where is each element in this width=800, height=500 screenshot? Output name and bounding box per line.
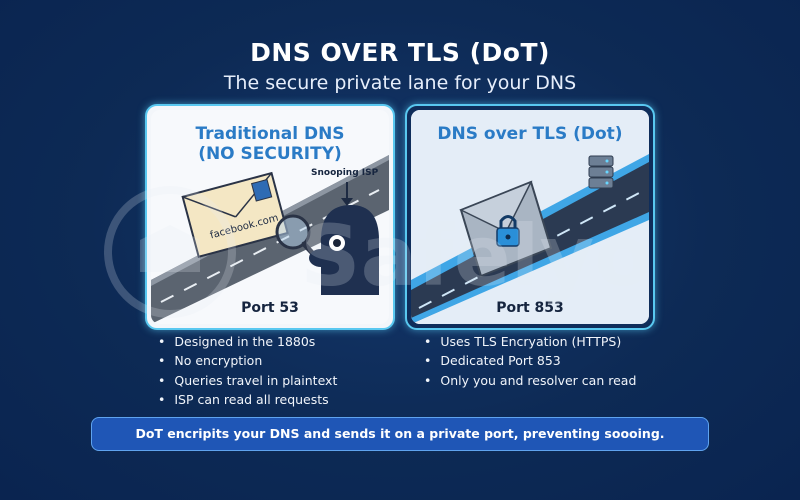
envelope-icon xyxy=(181,171,289,259)
snooping-isp-label: Snooping ISP xyxy=(311,168,379,178)
arrow-down-icon xyxy=(341,182,353,206)
road-shape xyxy=(151,155,389,324)
bullet-item: No encryption xyxy=(158,351,337,370)
dns-over-tls-bullet-list: Uses TLS Encryation (HTTPS) Dedicated Po… xyxy=(424,332,636,390)
page-subtitle: The secure private lane for your DNS xyxy=(223,72,577,94)
page-title: DNS OVER TLS (DoT) xyxy=(250,38,550,67)
bullet-item: Queries travel in plaintext xyxy=(158,371,337,390)
snooping-isp-icon xyxy=(309,205,379,295)
port-53-label: Port 53 xyxy=(241,300,299,316)
bullet-item: Only you and resolver can read xyxy=(424,371,636,390)
bullet-item: ISP can read all requests xyxy=(158,390,337,409)
summary-banner: DoT encripits your DNS and sends it on a… xyxy=(91,417,709,451)
traditional-dns-heading: Traditional DNS xyxy=(195,124,345,144)
no-security-heading: (NO SECURITY) xyxy=(198,144,342,164)
bullet-item: Dedicated Port 853 xyxy=(424,351,636,370)
traditional-dns-panel: facebook.com Traditional DNS (NO SECURIT… xyxy=(145,104,395,330)
lock-envelope-icon xyxy=(459,180,553,278)
dns-over-tls-heading: DNS over TLS (Dot) xyxy=(437,124,623,144)
bullet-item: Uses TLS Encryation (HTTPS) xyxy=(424,332,636,351)
server-icon xyxy=(588,155,614,189)
dns-over-tls-panel-inner: DNS over TLS (Dot) Port 853 xyxy=(411,110,649,324)
magnifier-icon xyxy=(275,214,320,261)
traditional-dns-panel-inner: facebook.com Traditional DNS (NO SECURIT… xyxy=(151,110,389,324)
bullet-item: Designed in the 1880s xyxy=(158,332,337,351)
port-853-label: Port 853 xyxy=(496,300,564,316)
dns-over-tls-panel: DNS over TLS (Dot) Port 853 xyxy=(405,104,655,330)
traditional-dns-illustration: facebook.com xyxy=(151,155,389,324)
traditional-dns-bullet-list: Designed in the 1880s No encryption Quer… xyxy=(158,332,337,409)
dns-over-tls-illustration xyxy=(411,110,649,324)
